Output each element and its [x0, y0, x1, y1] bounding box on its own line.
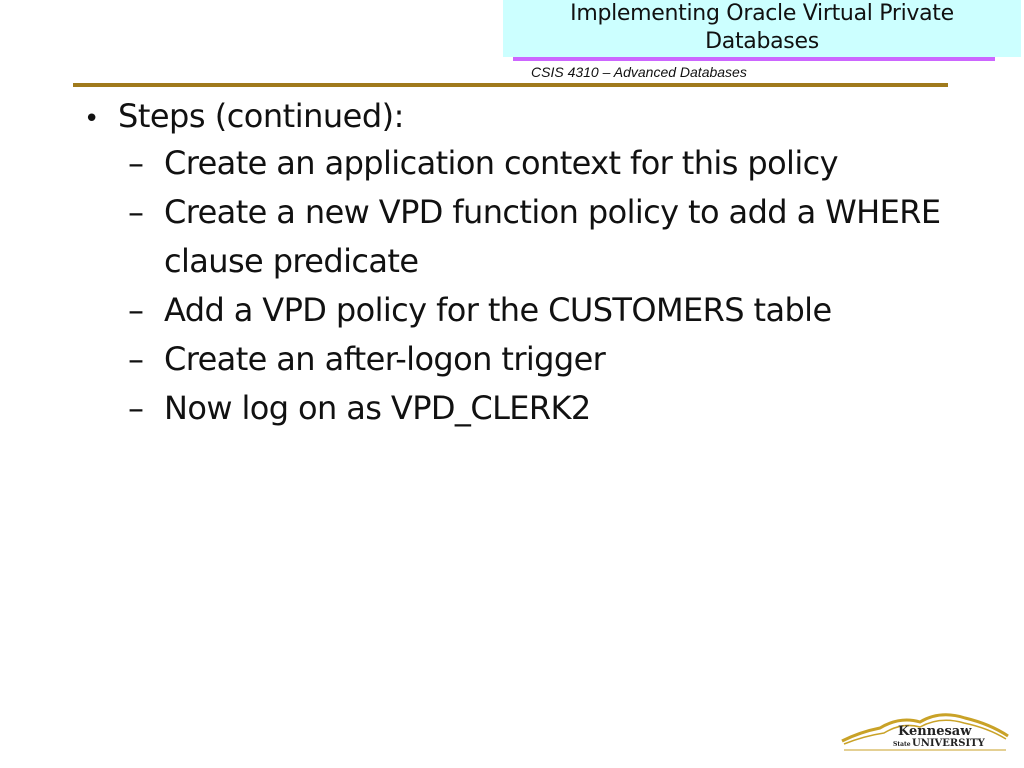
bullet-item: • Steps (continued): — [80, 96, 960, 139]
dash-icon: – — [128, 144, 144, 182]
dash-icon: – — [128, 340, 144, 378]
bullet-dot-icon: • — [84, 104, 99, 134]
sub-bullet-item: – Add a VPD policy for the CUSTOMERS tab… — [128, 286, 960, 335]
logo-mountain-arc-inner — [843, 719, 1007, 745]
dash-icon: – — [128, 389, 144, 427]
bullet-text: Steps (continued): — [118, 97, 404, 135]
slide-title-line1: Implementing Oracle Virtual Private — [570, 1, 954, 26]
sub-bullet-text: Add a VPD policy for the CUSTOMERS table — [164, 291, 832, 329]
logo-state-text: State — [893, 741, 911, 748]
sub-bullet-item: – Create an application context for this… — [128, 139, 960, 188]
sub-bullet-item: – Create an after-logon trigger — [128, 335, 960, 384]
logo-mountain-arc — [841, 713, 1009, 743]
title-underline — [513, 57, 995, 61]
dash-icon: – — [128, 193, 144, 231]
sub-bullet-text: Create an application context for this p… — [164, 144, 839, 182]
sub-bullet-item: – Create a new VPD function policy to ad… — [128, 188, 960, 286]
sub-bullet-item: – Now log on as VPD_CLERK2 — [128, 384, 960, 433]
kennesaw-state-logo: Kennesaw State UNIVERSITY — [841, 713, 1009, 751]
course-subtitle: CSIS 4310 – Advanced Databases — [531, 64, 747, 80]
logo-kennesaw-text: Kennesaw — [898, 724, 972, 739]
slide-title-line2: Databases — [705, 29, 819, 54]
sub-bullet-text: Create a new VPD function policy to add … — [164, 193, 941, 280]
slide-content: • Steps (continued): – Create an applica… — [80, 96, 960, 433]
dash-icon: – — [128, 291, 144, 329]
slide-title-box: Implementing Oracle Virtual Private Data… — [503, 0, 1021, 57]
sub-bullet-list: – Create an application context for this… — [80, 139, 960, 433]
sub-bullet-text: Create an after-logon trigger — [164, 340, 606, 378]
sub-bullet-text: Now log on as VPD_CLERK2 — [164, 389, 591, 427]
logo-university-text: UNIVERSITY — [912, 738, 986, 749]
header-divider — [73, 83, 948, 87]
